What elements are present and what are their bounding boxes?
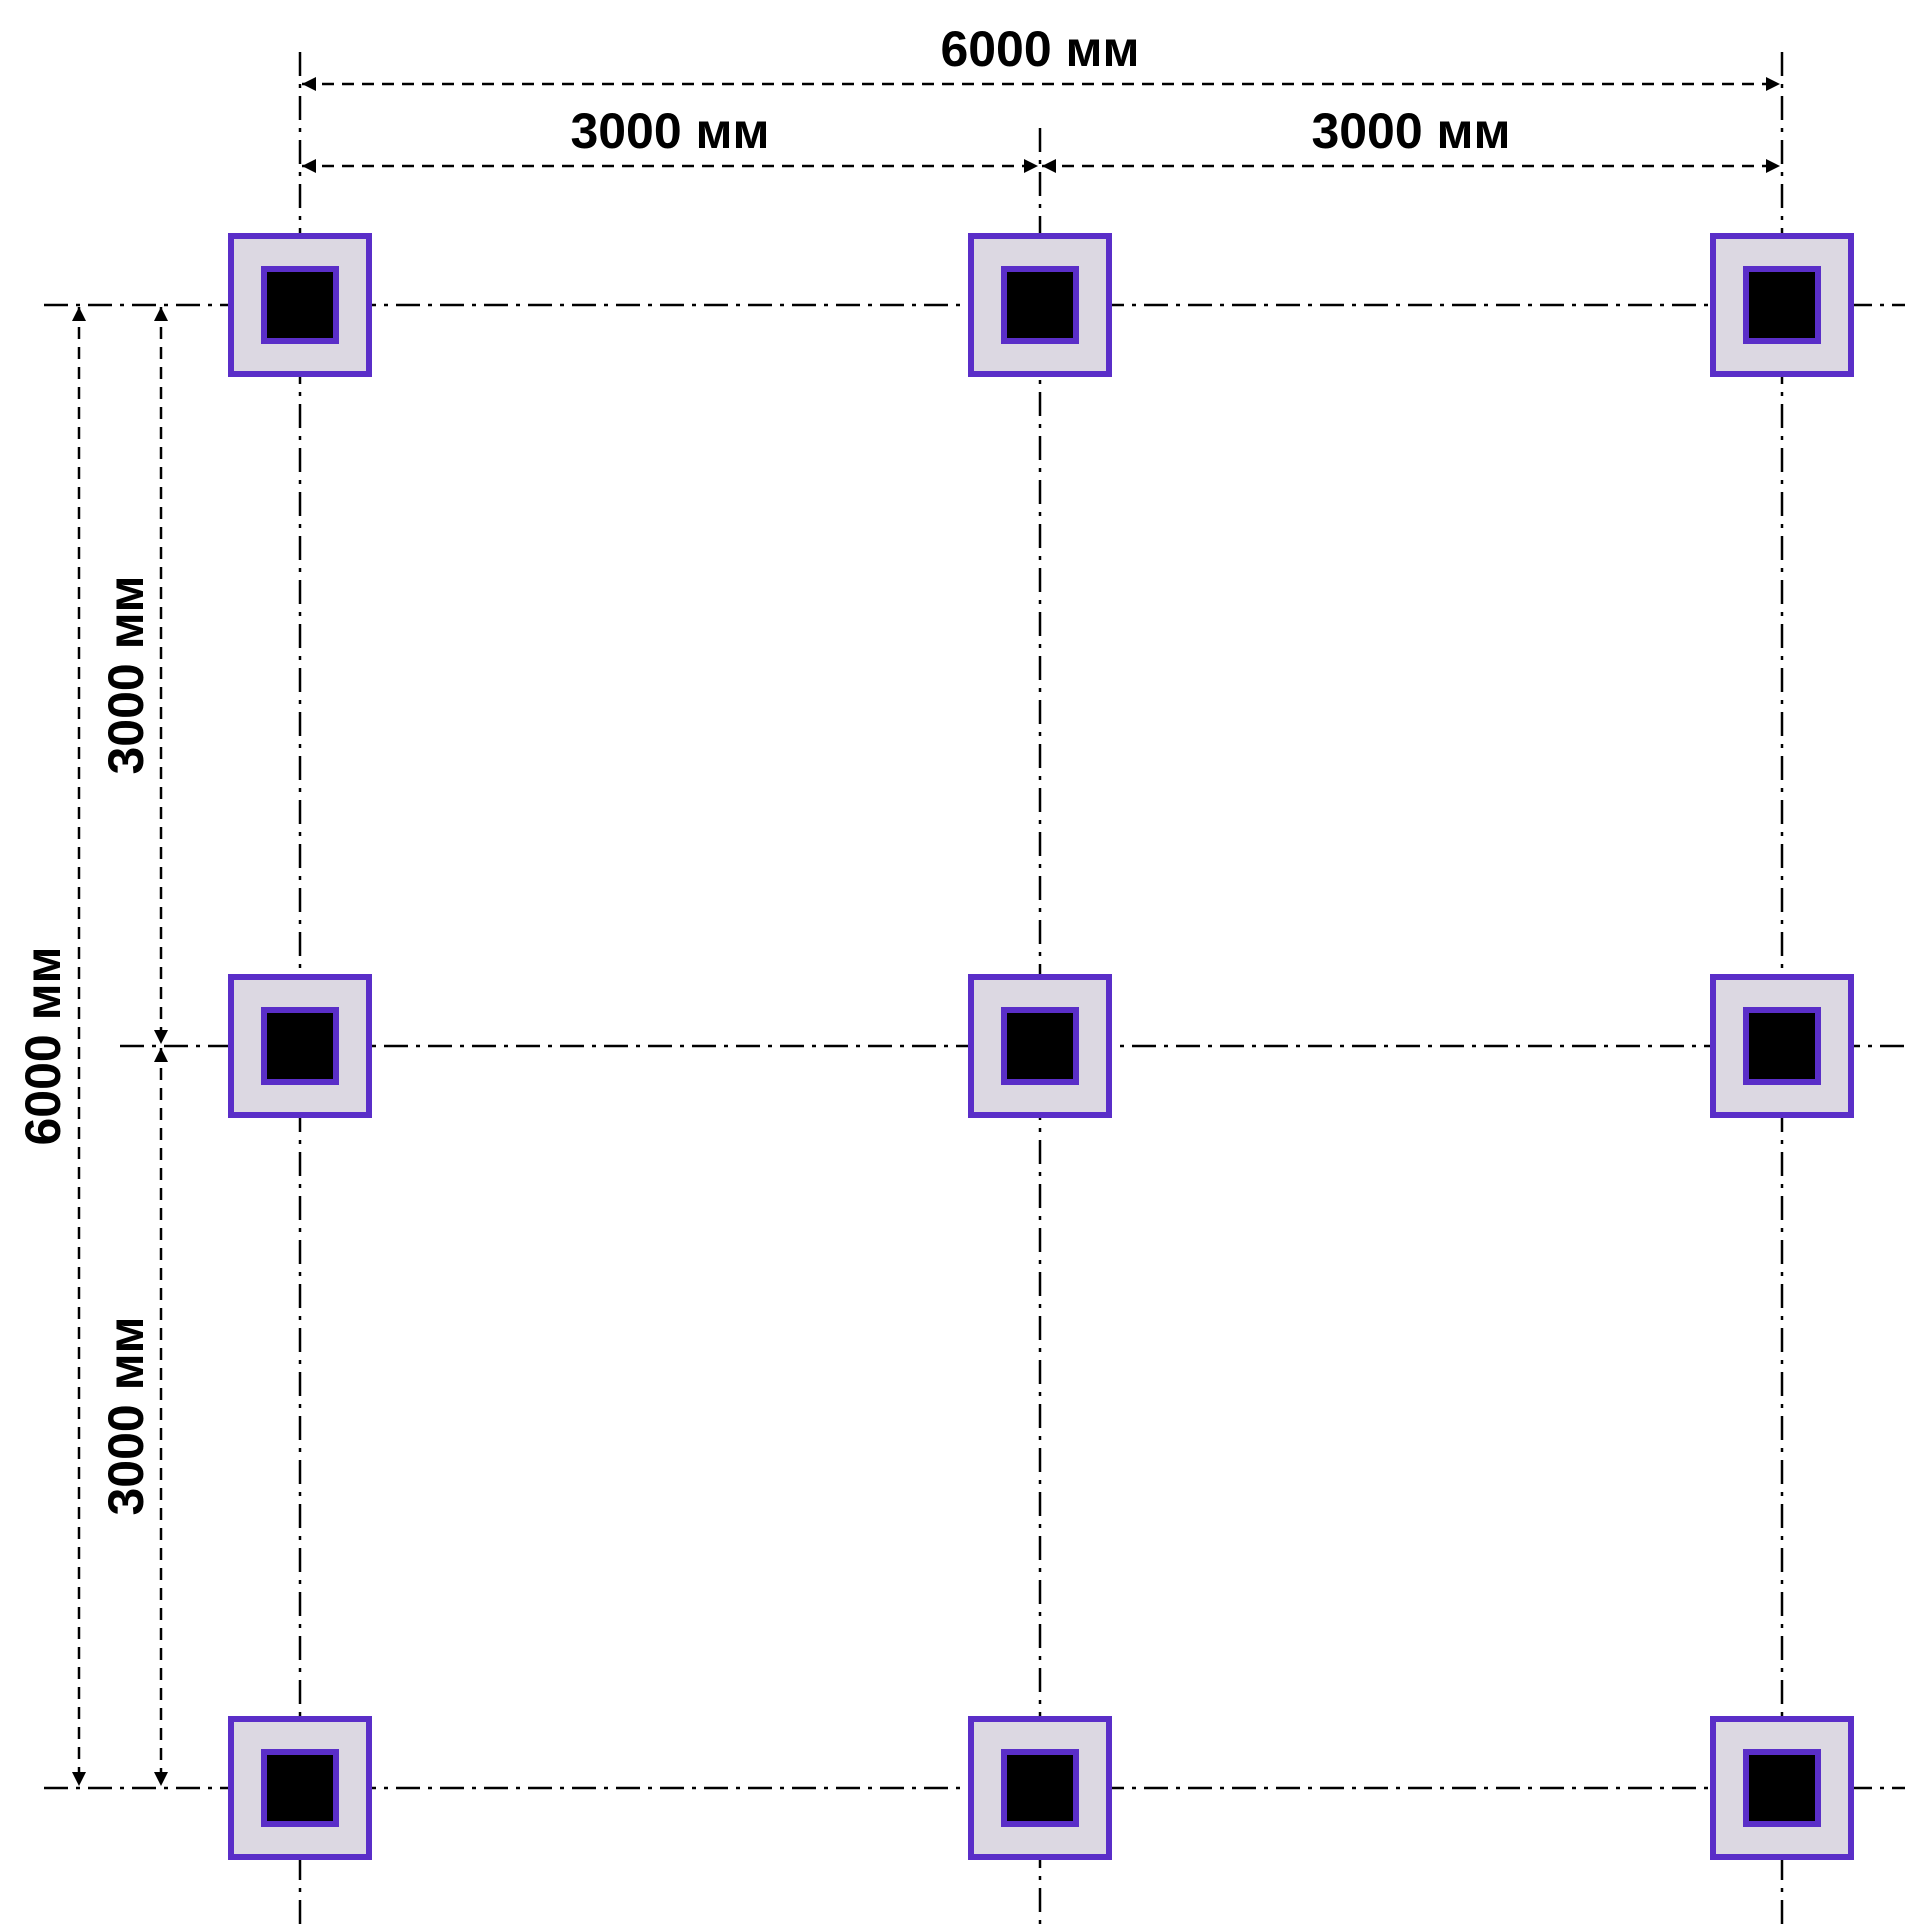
pillar-1-3: [1710, 233, 1854, 377]
pillar-3-1: [228, 1716, 372, 1860]
dim-label-left-total: 6000 мм: [15, 946, 71, 1145]
dim-label-left-upper: 3000 мм: [98, 575, 154, 774]
pillar-core: [1001, 266, 1079, 344]
pillar-2-3: [1710, 974, 1854, 1118]
pillar-core: [261, 266, 339, 344]
pillar-core: [1001, 1007, 1079, 1085]
dim-label-top-total: 6000 мм: [940, 21, 1139, 77]
pillar-core: [1001, 1749, 1079, 1827]
pillar-core: [261, 1007, 339, 1085]
pillar-2-2: [968, 974, 1112, 1118]
pillar-core: [1743, 266, 1821, 344]
dim-label-top-left: 3000 мм: [570, 103, 769, 159]
pillar-3-2: [968, 1716, 1112, 1860]
pillar-core: [261, 1749, 339, 1827]
pillar-core: [1743, 1749, 1821, 1827]
pillar-1-2: [968, 233, 1112, 377]
dimension-lines: [72, 77, 1780, 1786]
dim-label-top-right: 3000 мм: [1311, 103, 1510, 159]
dim-label-left-lower: 3000 мм: [98, 1316, 154, 1515]
pillar-2-1: [228, 974, 372, 1118]
pillar-core: [1743, 1007, 1821, 1085]
pillars-group: [228, 233, 1854, 1860]
pillar-1-1: [228, 233, 372, 377]
pillar-3-3: [1710, 1716, 1854, 1860]
